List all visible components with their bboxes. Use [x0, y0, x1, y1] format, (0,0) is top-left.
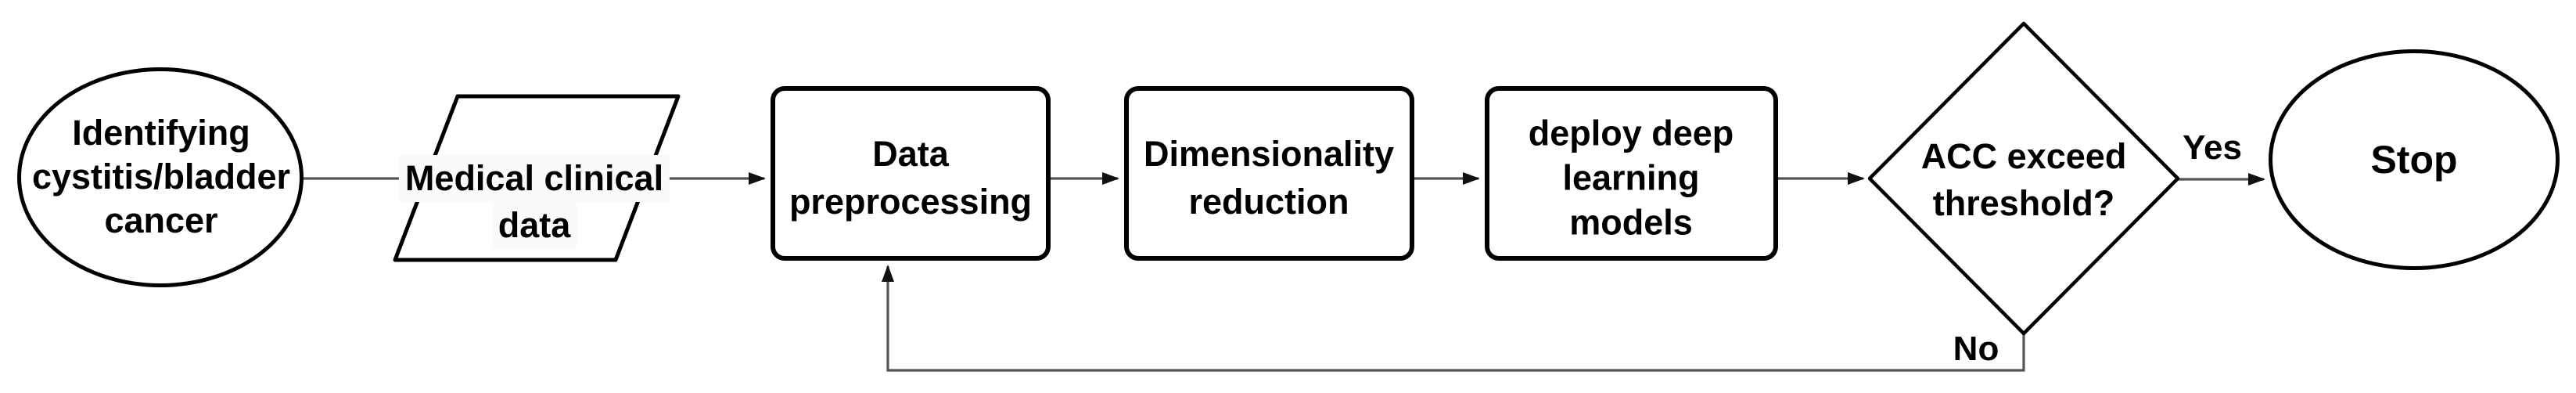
dimensionality-reduction-label-line: reduction — [1188, 182, 1349, 222]
deploy-models-label-line: deploy deep — [1528, 113, 1734, 153]
data-preprocessing-label-line: Data — [872, 134, 949, 174]
yes-edge-label: Yes — [2183, 128, 2242, 167]
start-label-line: Identifying — [72, 113, 250, 153]
deploy-models-label-line: models — [1569, 202, 1693, 243]
data-input-label-line: Medical clinical — [398, 155, 670, 202]
decision-diamond — [1867, 21, 2180, 336]
data-input-label-line: data — [399, 202, 670, 249]
stop-ellipse — [2269, 49, 2560, 270]
start-ellipse — [17, 67, 304, 287]
dimensionality-reduction-label: Dimensionality reduction — [1144, 130, 1394, 225]
decision-label: ACC exceed threshold? — [1921, 133, 2127, 227]
no-edge-label: No — [1953, 330, 1999, 368]
decision-label-line: ACC exceed — [1920, 136, 2127, 176]
decision-label-line: threshold? — [1932, 183, 2115, 223]
start-label-line: cystitis/bladder — [31, 157, 291, 196]
data-input-label: Medical clinical data — [398, 155, 670, 249]
data-preprocessing-label: Data preprocessing — [789, 130, 1032, 225]
dimensionality-reduction-box — [1124, 86, 1414, 261]
stop-label: Stop — [2370, 138, 2457, 182]
dimensionality-reduction-label-line: Dimensionality — [1143, 134, 1395, 174]
deploy-models-label: deploy deep learning models — [1529, 111, 1734, 245]
deploy-models-label-line: learning — [1562, 157, 1700, 198]
connector-decision-no-loop — [882, 265, 2025, 372]
data-preprocessing-label-line: preprocessing — [789, 182, 1033, 222]
start-label: Identifying cystitis/bladder cancer — [32, 111, 290, 243]
stop-label-line: Stop — [2370, 138, 2458, 182]
start-label-line: cancer — [104, 200, 218, 240]
data-preprocessing-box — [771, 86, 1051, 261]
deploy-models-box — [1485, 86, 1778, 261]
